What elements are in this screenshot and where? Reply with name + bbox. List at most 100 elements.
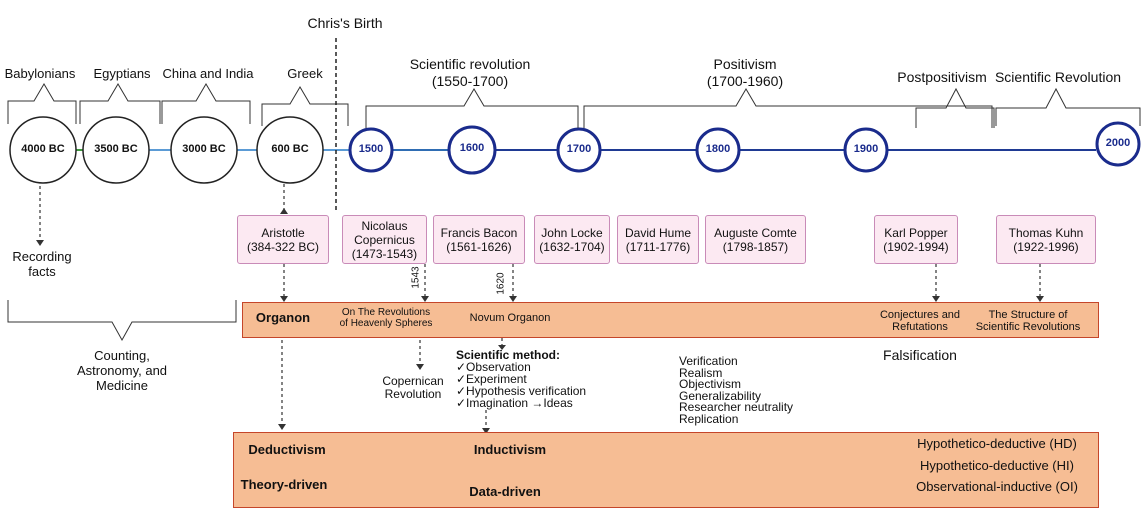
work-structure: The Structure of Scientific Revolutions	[975, 309, 1081, 333]
period-scientific-revolution-modern: Scientific Revolution	[994, 69, 1122, 85]
thinker-comte: Auguste Comte(1798-1857)	[705, 215, 806, 264]
thinker-locke: John Locke(1632-1704)	[534, 215, 610, 264]
bracket-scientific-revolution-modern	[995, 87, 1141, 126]
year-label-1500: 1500	[358, 143, 384, 155]
bracket-counting	[7, 300, 237, 342]
approach-inductivism: Inductivism	[473, 442, 547, 457]
principle-neutrality: Researcher neutrality	[679, 400, 794, 414]
note-counting: Counting, Astronomy, and Medicine	[76, 348, 168, 393]
thinker-kuhn: Thomas Kuhn(1922-1996)	[996, 215, 1096, 264]
thinker-comte-name: Auguste Comte	[714, 225, 797, 240]
year-circle-1500	[348, 127, 394, 173]
period-positivism-dates: (1700-1960)	[706, 73, 784, 89]
note-recording-facts: Recording facts	[12, 249, 72, 279]
bracket-scientific-revolution	[365, 88, 579, 128]
arrowhead-aristotle	[280, 208, 288, 214]
year-circle-3000bc	[170, 116, 238, 184]
thinker-locke-dates: (1632-1704)	[539, 239, 605, 254]
era-label-china-india: China and India	[162, 66, 254, 81]
thinker-copernicus-name: Nicolaus Copernicus	[354, 218, 415, 247]
arrowhead-structure	[1036, 296, 1044, 302]
thinker-hume-dates: (1711-1776)	[625, 239, 691, 254]
thinker-popper-dates: (1902-1994)	[883, 239, 949, 254]
thinker-hume: David Hume(1711-1776)	[617, 215, 699, 264]
method-title: Scientific method:	[456, 348, 561, 362]
bracket-china-india	[161, 83, 251, 124]
arrowhead-conjectures	[932, 296, 940, 302]
year-label-1700: 1700	[566, 143, 592, 155]
approach-oi: Observational-inductive (OI)	[916, 479, 1078, 494]
year-circle-3500bc	[82, 116, 150, 184]
work-conjectures: Conjectures and Refutations	[879, 309, 961, 333]
arrow-year-1543: 1543	[410, 266, 422, 289]
thinker-popper-name: Karl Popper	[884, 225, 948, 240]
bracket-babylonians	[7, 83, 77, 124]
period-positivism-name: Positivism	[713, 56, 777, 72]
era-label-babylonians: Babylonians	[4, 66, 76, 81]
principle-verification: Verification	[679, 354, 738, 368]
principle-replication: Replication	[679, 412, 739, 426]
thinker-hume-name: David Hume	[624, 225, 692, 240]
year-label-3000bc: 3000 BC	[182, 143, 226, 155]
year-label-1600: 1600	[459, 142, 485, 154]
thinker-copernicus: Nicolaus Copernicus(1473-1543)	[342, 215, 427, 264]
thinker-popper: Karl Popper(1902-1994)	[874, 215, 958, 264]
method-item-observation: ✓Observation	[456, 360, 531, 374]
thinker-bacon-dates: (1561-1626)	[446, 239, 512, 254]
period-scientific-revolution-name: Scientific revolution	[409, 56, 531, 72]
thinker-bacon-name: Francis Bacon	[440, 225, 518, 240]
thinker-comte-dates: (1798-1857)	[722, 239, 789, 254]
year-label-600bc: 600 BC	[271, 143, 309, 155]
method-item-hypothesis: ✓Hypothesis verification	[456, 384, 587, 398]
year-circle-1700	[556, 127, 602, 173]
work-novum-organon: Novum Organon	[469, 312, 551, 324]
approach-hi: Hypothetico-deductive (HI)	[920, 458, 1074, 473]
bracket-postpositivism	[915, 87, 995, 128]
year-label-1900: 1900	[853, 143, 879, 155]
period-scientific-revolution-dates: (1550-1700)	[431, 73, 509, 89]
year-circle-1600	[447, 125, 497, 175]
bracket-positivism	[583, 88, 993, 128]
arrowhead-inductivism	[482, 428, 490, 434]
period-positivism: Positivism (1700-1960)	[690, 56, 800, 90]
arrowhead-novum	[509, 296, 517, 302]
thinker-kuhn-name: Thomas Kuhn	[1008, 225, 1084, 240]
birth-label: Chris's Birth	[307, 15, 383, 31]
year-label-4000bc: 4000 BC	[21, 143, 65, 155]
method-item-experiment: ✓Experiment	[456, 372, 527, 386]
principle-generalizability: Generalizability	[679, 389, 762, 403]
year-circle-600bc	[256, 116, 324, 184]
work-organon: Organon	[255, 310, 311, 325]
work-revolutions: On The Revolutions of Heavenly Spheres	[339, 307, 433, 329]
approach-theory-driven: Theory-driven	[240, 477, 328, 492]
year-label-2000: 2000	[1105, 137, 1131, 149]
approach-deductivism: Deductivism	[248, 442, 326, 457]
era-label-egyptians: Egyptians	[93, 66, 151, 81]
arrowhead-revolutions	[421, 296, 429, 302]
arrowhead-organon	[280, 296, 288, 302]
year-label-1800: 1800	[705, 143, 731, 155]
year-circle-1900	[843, 127, 889, 173]
approach-hd: Hypothetico-deductive (HD)	[917, 436, 1077, 451]
year-label-3500bc: 3500 BC	[94, 143, 138, 155]
method-item-imagination: ✓Imagination →Ideas	[456, 396, 573, 410]
year-circle-2000	[1095, 121, 1141, 167]
principle-realism: Realism	[679, 366, 723, 380]
note-copernican-revolution: Copernican Revolution	[382, 374, 444, 401]
bracket-egyptians	[79, 83, 161, 124]
thinker-copernicus-dates: (1473-1543)	[351, 246, 418, 261]
arrowhead-copernican	[416, 364, 424, 370]
era-label-greek: Greek	[287, 66, 323, 81]
thinker-aristotle: Aristotle(384-322 BC)	[237, 215, 329, 264]
note-falsification: Falsification	[883, 347, 957, 363]
thinker-locke-name: John Locke	[541, 225, 603, 240]
thinker-bacon: Francis Bacon(1561-1626)	[433, 215, 525, 264]
thinker-kuhn-dates: (1922-1996)	[1013, 239, 1079, 254]
arrow-year-1620: 1620	[495, 272, 507, 295]
period-scientific-revolution: Scientific revolution (1550-1700)	[400, 56, 540, 90]
approaches-band	[233, 432, 1099, 508]
arrowhead-recording	[36, 240, 44, 246]
approach-data-driven: Data-driven	[469, 484, 541, 499]
